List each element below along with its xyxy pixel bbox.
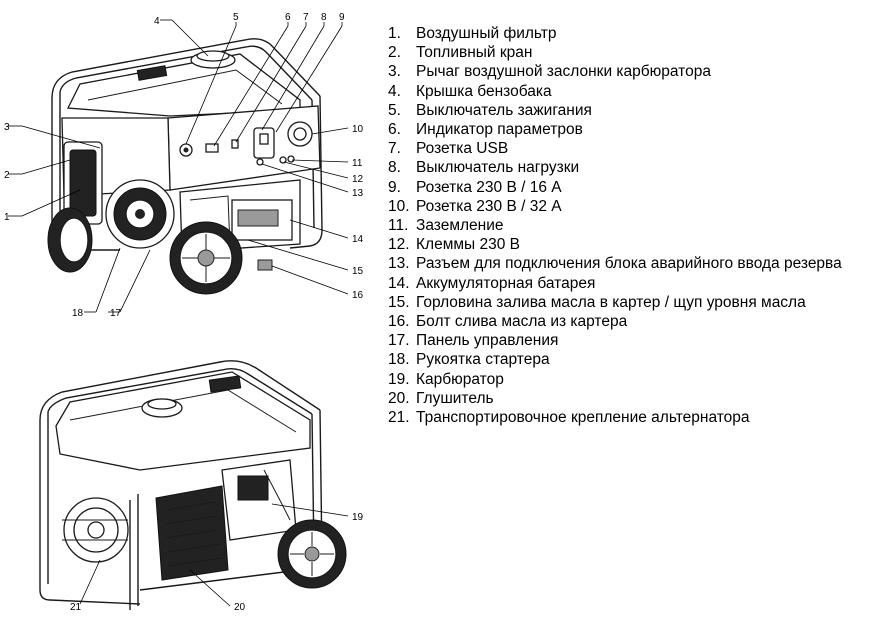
- callout-9: 9: [339, 12, 345, 23]
- callout-4: 4: [154, 16, 160, 27]
- callout-16: 16: [352, 290, 364, 301]
- callout-1: 1: [4, 212, 10, 223]
- callout-6: 6: [285, 12, 291, 23]
- legend-item: 8.Выключатель нагрузки: [388, 159, 580, 177]
- legend-item: 13.Разъем для подключения блока аварийно…: [388, 255, 842, 273]
- front-wheel-right: [169, 221, 243, 295]
- callout-19: 19: [352, 512, 364, 523]
- callout-10: 10: [352, 124, 364, 135]
- legend-item: 14.Аккумуляторная батарея: [388, 274, 596, 292]
- callout-17: 17: [110, 308, 122, 319]
- callout-8: 8: [321, 12, 327, 23]
- legend-item: 16.Болт слива масла из картера: [388, 313, 628, 331]
- legend-item: 11.Заземление: [388, 217, 504, 235]
- callout-7: 7: [303, 12, 309, 23]
- legend-item: 18.Рукоятка стартера: [388, 351, 550, 369]
- legend-item: 7.Розетка USB: [388, 140, 509, 158]
- legend-item: 19.Карбюратор: [388, 370, 504, 388]
- legend-item: 17.Панель управления: [388, 332, 559, 350]
- rear-wheel: [277, 519, 347, 589]
- legend-item: 2.Топливный кран: [388, 44, 533, 62]
- callout-labels: 1 2 3 4 5 6 7 8 9 10 11 12 13 14 15 16 1…: [4, 12, 364, 613]
- callout-14: 14: [352, 234, 364, 245]
- legend-item: 6.Индикатор параметров: [388, 121, 583, 139]
- callout-13: 13: [352, 188, 364, 199]
- legend-item: 12.Клеммы 230 В: [388, 236, 520, 254]
- front-wheel-left: [47, 207, 93, 273]
- legend-item: 20.Глушитель: [388, 389, 494, 407]
- callout-18: 18: [72, 308, 84, 319]
- legend-item: 4.Крышка бензобака: [388, 82, 552, 100]
- callout-11: 11: [352, 158, 363, 169]
- callout-3: 3: [4, 122, 10, 133]
- callout-5: 5: [233, 12, 239, 23]
- callout-12: 12: [352, 174, 364, 185]
- legend-item: 9.Розетка 230 В / 16 А: [388, 178, 562, 196]
- legend-item: 5.Выключатель зажигания: [388, 101, 592, 119]
- legend-item: 3.Рычаг воздушной заслонки карбюратора: [388, 63, 711, 81]
- generator-rear-view: [39, 360, 347, 610]
- leader-lines: [8, 19, 349, 607]
- legend-item: 1.Воздушный фильтр: [388, 25, 557, 42]
- generator-front-view: [47, 38, 323, 295]
- legend-item: 10.Розетка 230 В / 32 А: [388, 197, 562, 215]
- legend-item: 15.Горловина залива масла в картер / щуп…: [388, 293, 806, 311]
- legend-item: 21.Транспортировочное крепление альтерна…: [388, 409, 750, 427]
- parts-legend: 1.Воздушный фильтр 2.Топливный кран 3.Ры…: [388, 24, 842, 427]
- callout-2: 2: [4, 170, 10, 181]
- callout-15: 15: [352, 266, 364, 277]
- callout-21: 21: [70, 602, 82, 613]
- callout-20: 20: [234, 602, 246, 613]
